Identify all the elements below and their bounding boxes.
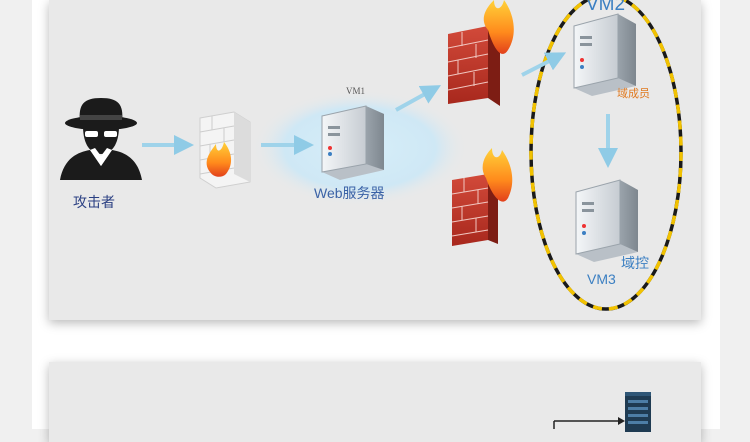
firewall-icon [451,148,513,246]
hacker-icon [60,98,142,180]
arrow-firewall-2-to-vm2 [521,52,567,77]
member-server-label: 域成员 [617,88,650,100]
vm2-label: VM2 [586,0,626,15]
second-diagram-panel [49,362,701,442]
firewall-icon [447,0,514,106]
server-rack-icon [625,392,651,432]
domain-controller-label: 域控 [621,255,649,271]
domain-zone-ellipse [529,0,683,311]
connector-line [553,417,625,429]
attacker-label: 攻击者 [73,194,115,210]
arrow-web-to-firewall-2 [395,85,442,112]
second-diagram [553,392,651,432]
network-diagram-panel [49,0,701,320]
vm3-label: VM3 [587,271,616,287]
domain-controller-icon [575,179,638,262]
web-server-icon [321,105,384,180]
vm1-label: VM1 [346,86,366,96]
web-server-label: Web服务器 [314,185,385,201]
member-server-icon [573,13,636,96]
network-diagram [60,0,683,311]
firewall-icon [199,111,251,189]
